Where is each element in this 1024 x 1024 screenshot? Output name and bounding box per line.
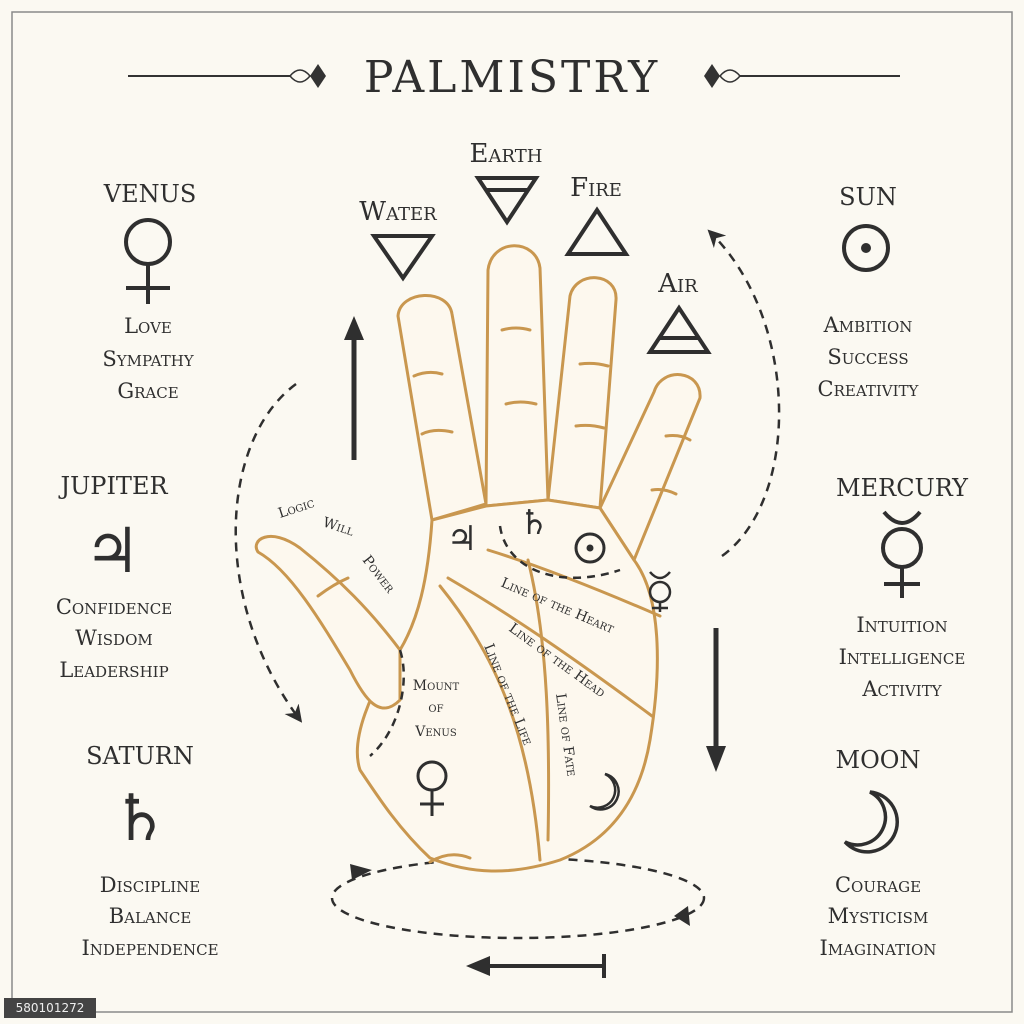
saturn-trait-3: Independence xyxy=(81,936,218,960)
saturn-trait-2: Balance xyxy=(109,904,192,928)
mount-of-venus-label-2: of xyxy=(428,700,443,716)
sun-trait-2: Success xyxy=(827,345,908,369)
jupiter-symbol-icon: ♃ xyxy=(84,514,140,587)
moon-title: MOON xyxy=(836,746,921,774)
mount-of-venus-label-1: Mount xyxy=(413,678,460,694)
will-label: Will xyxy=(321,515,356,540)
mercury-trait-2: Intelligence xyxy=(839,645,966,669)
fate-line xyxy=(526,558,551,842)
index-finger xyxy=(396,294,488,522)
fire-symbol-icon xyxy=(564,206,630,256)
sun-trait-3: Creativity xyxy=(818,377,920,401)
title-ornament-right xyxy=(704,64,900,88)
dashed-ellipse-bottom xyxy=(330,856,706,940)
stock-id-badge: 580101272 xyxy=(4,998,96,1018)
palm-lines xyxy=(438,548,662,862)
arrow-down xyxy=(706,628,726,772)
venus-trait-2: Sympathy xyxy=(102,347,194,371)
logic-label: Logic xyxy=(276,495,317,522)
element-water-label: Water xyxy=(359,197,437,227)
arrow-up xyxy=(344,316,364,460)
palm-mercury-icon xyxy=(648,571,672,612)
saturn-title: SATURN xyxy=(86,742,194,770)
earth-symbol-icon xyxy=(474,176,540,226)
palm-venus-icon xyxy=(416,760,448,816)
mount-of-venus-label-3: Venus xyxy=(414,724,457,740)
dashed-arc-right xyxy=(707,229,781,558)
saturn-trait-1: Discipline xyxy=(100,873,201,897)
saturn-symbol-icon: ♄ xyxy=(111,782,168,856)
palm-saturn-icon: ♄ xyxy=(519,503,549,543)
moon-trait-3: Imagination xyxy=(820,936,937,960)
heart-line xyxy=(486,548,662,618)
ellipse-arrowhead-left xyxy=(350,864,372,880)
finger-creases xyxy=(316,326,692,864)
ring-finger xyxy=(546,276,618,510)
palm-moon-icon xyxy=(589,772,620,811)
head-line xyxy=(446,576,654,718)
moon-trait-2: Mysticism xyxy=(828,904,929,928)
dashed-arc-left xyxy=(234,382,303,723)
sun-symbol-icon xyxy=(842,224,890,272)
moon-trait-1: Courage xyxy=(835,873,921,897)
venus-trait-3: Grace xyxy=(117,379,178,403)
life-line xyxy=(438,584,542,862)
element-earth-label: Earth xyxy=(470,139,543,169)
palm-sun-icon xyxy=(574,532,606,564)
page-title: PALMISTRY xyxy=(364,52,660,103)
jupiter-trait-3: Leadership xyxy=(59,658,168,682)
water-symbol-icon xyxy=(370,234,436,282)
jupiter-trait-1: Confidence xyxy=(56,595,172,619)
jupiter-title: JUPITER xyxy=(57,472,168,500)
title-ornament-left xyxy=(128,64,326,88)
mercury-trait-1: Intuition xyxy=(856,613,947,637)
palm-hand xyxy=(254,244,702,873)
mercury-symbol-icon xyxy=(881,510,923,598)
jupiter-trait-2: Wisdom xyxy=(75,626,152,650)
air-symbol-icon xyxy=(646,304,712,354)
power-label: Power xyxy=(359,553,398,597)
venus-trait-1: Love xyxy=(124,314,172,338)
arrow-left xyxy=(466,954,606,978)
little-finger xyxy=(598,373,702,562)
element-fire-label: Fire xyxy=(570,173,622,203)
sun-title: SUN xyxy=(839,183,897,211)
mercury-title: MERCURY xyxy=(836,474,969,502)
ellipse-arrowhead-right xyxy=(674,906,690,926)
venus-symbol-icon xyxy=(124,218,172,304)
mount-of-venus-boundary xyxy=(369,649,405,757)
sun-trait-1: Ambition xyxy=(823,313,913,337)
middle-finger xyxy=(484,244,550,508)
border-frame xyxy=(11,11,1013,1013)
palm-jupiter-icon: ♃ xyxy=(447,519,477,559)
mounts-boundary xyxy=(498,525,621,579)
element-air-label: Air xyxy=(657,269,698,299)
venus-title: VENUS xyxy=(103,180,197,208)
crescent-moon-icon xyxy=(843,790,899,854)
mercury-trait-3: Activity xyxy=(861,677,942,701)
